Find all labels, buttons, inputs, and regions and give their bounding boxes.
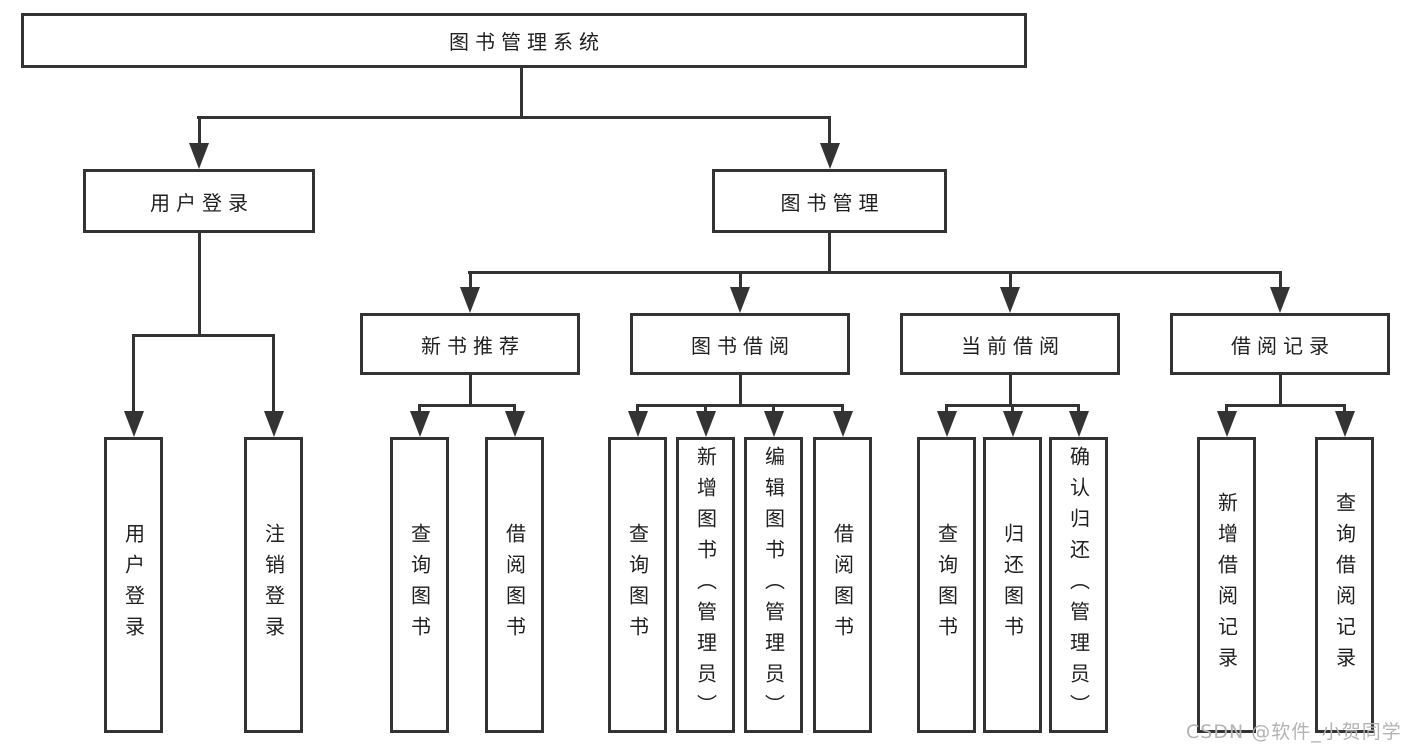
connector-drop-current-borrowing [1009, 274, 1012, 287]
connector-drop-borrowing-records [1279, 274, 1282, 287]
arrow-down-icon [1003, 411, 1023, 437]
leaf-query-borrowing-record: 查询借阅记录 [1315, 437, 1374, 733]
connector-drop-leaf-logout [272, 337, 275, 411]
connector-drop [841, 407, 844, 412]
connector-book-management-branch [468, 271, 1282, 274]
leaf-logout: 注销登录 [244, 437, 303, 733]
leaf-add-book-admin: 新增图书（管理员） [676, 437, 735, 733]
connector-user-login-stem [198, 231, 201, 337]
connector-drop [1011, 407, 1014, 412]
arrow-down-icon [1000, 287, 1020, 313]
connector-drop [1077, 407, 1080, 412]
node-current-borrowing: 当前借阅 [900, 313, 1120, 375]
node-label: 新书推荐 [421, 333, 525, 358]
leaf-query-books-recommend: 查询图书 [390, 437, 449, 733]
arrow-down-icon [124, 411, 144, 437]
connector-drop [945, 407, 948, 412]
arrow-down-icon [189, 143, 209, 169]
connector-drop [704, 407, 707, 412]
connector-drop [772, 407, 775, 412]
connector-book-borrowing-stem [739, 373, 742, 404]
leaf-return-book: 归还图书 [983, 437, 1042, 733]
arrow-down-icon [696, 411, 716, 437]
leaf-query-books-current: 查询图书 [917, 437, 976, 733]
connector-current-borrowing-stem [1009, 373, 1012, 404]
leaf-label: 注销登录 [261, 523, 286, 647]
arrow-down-icon [1069, 411, 1089, 437]
arrow-down-icon [460, 287, 480, 313]
connector-book-management-stem [828, 231, 831, 274]
arrow-down-icon [1270, 287, 1290, 313]
leaf-edit-book-admin: 编辑图书（管理员） [744, 437, 803, 733]
connector-drop-leaf-user-login [132, 337, 135, 411]
leaf-query-books-borrowing: 查询图书 [608, 437, 667, 733]
connector-drop-new-book [469, 274, 472, 287]
leaf-label: 查询图书 [407, 523, 432, 647]
node-user-login: 用户登录 [83, 169, 315, 233]
arrow-down-icon [1335, 411, 1355, 437]
leaf-label: 新增图书（管理员） [693, 445, 718, 725]
connector-drop-book-management [828, 119, 831, 145]
leaf-borrow-books-borrowing: 借阅图书 [813, 437, 872, 733]
leaf-label: 确认归还（管理员） [1066, 445, 1091, 725]
connector-new-book-branch [418, 404, 516, 407]
leaf-label: 编辑图书（管理员） [761, 445, 786, 725]
leaf-label: 查询借阅记录 [1332, 492, 1357, 678]
leaf-borrow-books-recommend: 借阅图书 [485, 437, 544, 733]
connector-borrowing-records-stem [1279, 373, 1282, 404]
leaf-label: 查询图书 [625, 523, 650, 647]
node-library-management-system: 图书管理系统 [21, 13, 1027, 68]
arrow-down-icon [410, 411, 430, 437]
node-label: 图书管理系统 [449, 30, 605, 54]
arrow-down-icon [937, 411, 957, 437]
node-new-book-recommendation: 新书推荐 [360, 313, 580, 375]
connector-book-borrowing-branch [636, 404, 844, 407]
node-borrowing-records: 借阅记录 [1170, 313, 1390, 375]
connector-root-stem [520, 66, 523, 119]
arrow-down-icon [730, 287, 750, 313]
connector-borrowing-records-branch [1225, 404, 1346, 407]
node-label: 图书借阅 [691, 333, 795, 358]
leaf-add-borrowing-record: 新增借阅记录 [1197, 437, 1256, 733]
leaf-confirm-return-admin: 确认归还（管理员） [1049, 437, 1108, 733]
arrow-down-icon [264, 411, 284, 437]
connector-drop [1343, 407, 1346, 412]
node-label: 图书管理 [780, 190, 885, 215]
leaf-label: 新增借阅记录 [1214, 492, 1239, 678]
leaf-label: 用户登录 [121, 523, 146, 647]
connector-user-login-branch [132, 334, 275, 337]
connector-drop [513, 407, 516, 412]
arrow-down-icon [628, 411, 648, 437]
node-label: 当前借阅 [961, 333, 1065, 358]
leaf-user-login: 用户登录 [104, 437, 163, 733]
node-book-management: 图书管理 [712, 169, 947, 233]
node-label: 用户登录 [150, 190, 254, 215]
connector-drop-book-borrowing [739, 274, 742, 287]
node-book-borrowing: 图书借阅 [630, 313, 850, 375]
leaf-label: 借阅图书 [502, 523, 527, 647]
arrow-down-icon [1217, 411, 1237, 437]
arrow-down-icon [820, 143, 840, 169]
leaf-label: 查询图书 [934, 523, 959, 647]
arrow-down-icon [764, 411, 784, 437]
connector-drop [418, 407, 421, 412]
arrow-down-icon [505, 411, 525, 437]
connector-current-borrowing-branch [945, 404, 1080, 407]
node-label: 借阅记录 [1231, 333, 1335, 358]
connector-root-branch [197, 116, 831, 119]
connector-drop [1225, 407, 1228, 412]
connector-drop [636, 407, 639, 412]
watermark-text: CSDN @软件_小贺同学 [1186, 721, 1402, 743]
arrow-down-icon [833, 411, 853, 437]
leaf-label: 归还图书 [1000, 523, 1025, 647]
connector-drop-user-login [198, 119, 201, 145]
leaf-label: 借阅图书 [830, 523, 855, 647]
connector-new-book-stem [469, 373, 472, 404]
